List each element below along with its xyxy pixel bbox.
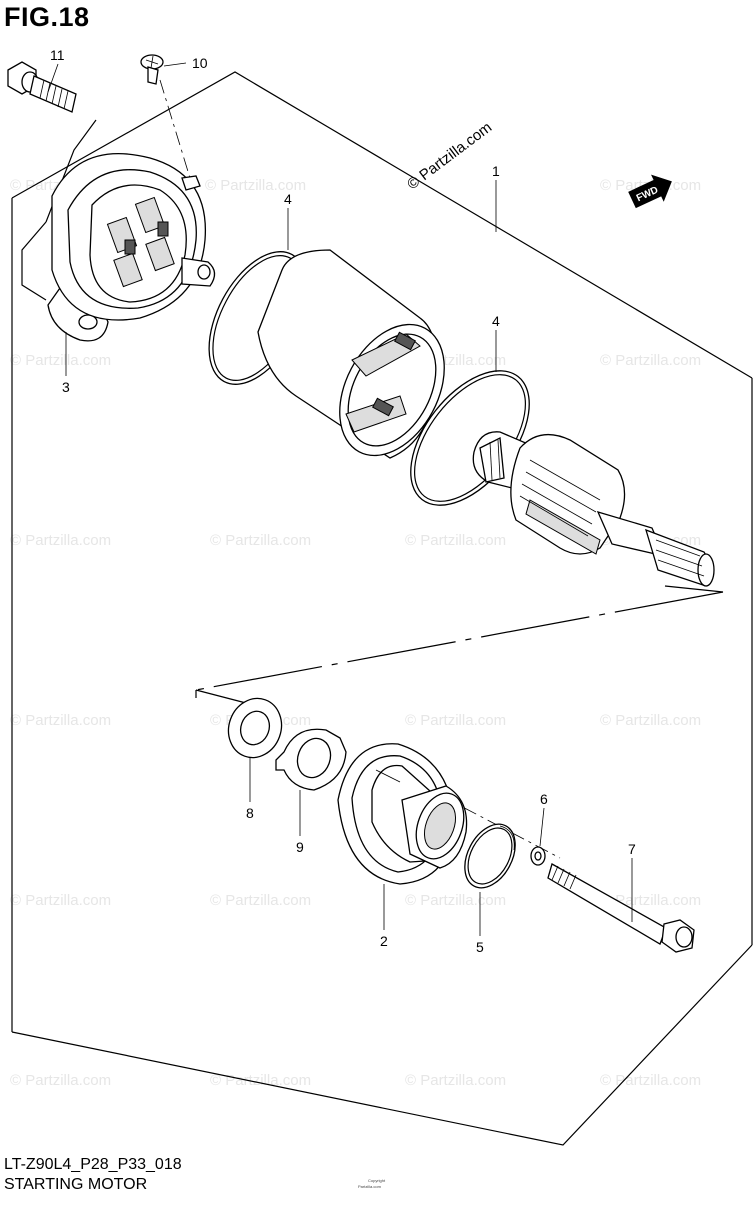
callout-9: 9 xyxy=(296,839,304,855)
o-ring-small xyxy=(464,823,516,889)
through-bolt xyxy=(547,863,695,953)
watermark-text: © Partzilla.com xyxy=(210,892,311,909)
callout-8: 8 xyxy=(246,805,254,821)
callout-10: 10 xyxy=(192,55,208,71)
fine-print-copyright: Copyright xyxy=(368,1178,386,1183)
assembly-outline xyxy=(11,71,753,1146)
yoke-housing xyxy=(257,249,445,459)
callout-6: 6 xyxy=(540,791,548,807)
armature xyxy=(472,431,715,587)
watermark-text: © Partzilla.com xyxy=(405,1072,506,1089)
washer-large xyxy=(227,697,283,759)
callout-1: 1 xyxy=(492,163,500,179)
watermark-text: © Partzilla.com xyxy=(10,532,111,549)
watermark-text: © Partzilla.com xyxy=(405,712,506,729)
rear-housing xyxy=(47,152,216,342)
callout-4-upper: 4 xyxy=(284,191,292,207)
watermark-text: © Partzilla.com xyxy=(10,892,111,909)
watermark-text: © Partzilla.com xyxy=(205,177,306,194)
watermark-text: © Partzilla.com xyxy=(10,712,111,729)
callout-5: 5 xyxy=(476,939,484,955)
watermark-main: © Partzilla.com xyxy=(404,119,495,193)
watermark-text: © Partzilla.com xyxy=(405,892,506,909)
mounting-bolt xyxy=(7,61,77,113)
watermark-text: © Partzilla.com xyxy=(10,1072,111,1089)
callout-7: 7 xyxy=(628,841,636,857)
watermark-text: © Partzilla.com xyxy=(600,1072,701,1089)
callout-3: 3 xyxy=(62,379,70,395)
section-name: STARTING MOTOR xyxy=(4,1176,148,1193)
watermark-text: © Partzilla.com xyxy=(210,1072,311,1089)
watermark-text: © Partzilla.com xyxy=(210,532,311,549)
watermark-text: © Partzilla.com xyxy=(600,712,701,729)
callout-2: 2 xyxy=(380,933,388,949)
callout-4-lower: 4 xyxy=(492,313,500,329)
front-housing xyxy=(337,743,468,885)
washer-small xyxy=(530,846,546,866)
figure-title: FIG.18 xyxy=(4,2,90,32)
leader-lines xyxy=(47,62,633,936)
model-code: LT-Z90L4_P28_P33_018 xyxy=(4,1156,182,1173)
watermark-text: © Partzilla.com xyxy=(600,352,701,369)
screw xyxy=(140,54,164,85)
callout-11: 11 xyxy=(50,47,65,63)
watermark-text: © Partzilla.com xyxy=(405,532,506,549)
callout-labels: 11 10 3 4 4 1 2 5 6 7 8 9 xyxy=(50,47,636,955)
watermark-layer: © Partzilla.com © Partzilla.com © Partzi… xyxy=(10,177,701,1089)
watermark-text: © Partzilla.com xyxy=(10,352,111,369)
fwd-badge: FWD xyxy=(628,174,672,209)
lock-plate xyxy=(275,728,347,791)
fine-print-site: Partzilla.com xyxy=(358,1184,381,1189)
